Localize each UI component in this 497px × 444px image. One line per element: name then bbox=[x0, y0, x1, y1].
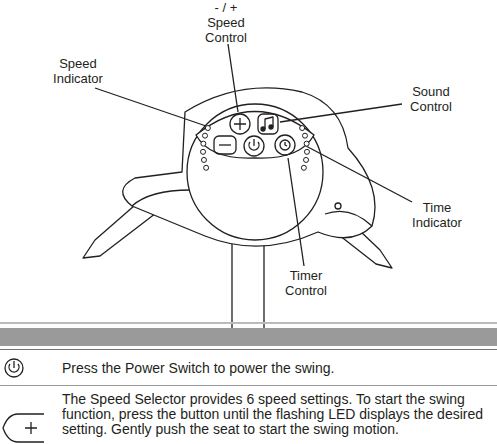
rule bbox=[0, 385, 497, 386]
housing-edge bbox=[325, 211, 372, 226]
led-dot bbox=[302, 133, 307, 138]
control-disc bbox=[187, 104, 323, 240]
led-dot bbox=[301, 165, 306, 170]
leader-line bbox=[288, 158, 304, 266]
clock-symbol bbox=[280, 140, 290, 150]
led-dot bbox=[201, 149, 206, 154]
callout-label: Time Indicator bbox=[402, 200, 472, 230]
minus-button bbox=[214, 136, 236, 154]
callout-label: Speed Indicator bbox=[38, 56, 118, 86]
led-dot bbox=[203, 133, 208, 138]
pole bbox=[232, 240, 264, 330]
leader-line bbox=[228, 44, 238, 112]
power-symbol bbox=[249, 139, 259, 150]
led-dot bbox=[204, 165, 209, 170]
speed-tag-icon bbox=[3, 414, 44, 442]
rule bbox=[0, 322, 497, 324]
leader-line bbox=[306, 146, 412, 202]
instruction-text: The Speed Selector provides 6 speed sett… bbox=[62, 392, 492, 437]
power-button bbox=[244, 136, 264, 156]
led-dot bbox=[304, 157, 309, 162]
note-head bbox=[269, 125, 273, 129]
rule bbox=[0, 349, 497, 350]
led-dots bbox=[201, 126, 310, 171]
callout-label: Sound Control bbox=[400, 84, 462, 114]
housing-hole bbox=[335, 203, 341, 209]
power-icon bbox=[5, 359, 23, 377]
clock-hands bbox=[285, 142, 287, 146]
leader-line bbox=[95, 88, 206, 126]
led-dot bbox=[205, 126, 210, 131]
grey-band bbox=[0, 328, 497, 346]
swing-housing bbox=[123, 88, 375, 246]
minus-symbol bbox=[219, 144, 231, 145]
sound-button bbox=[258, 114, 278, 134]
led-dot bbox=[300, 126, 305, 131]
callout-label: Timer Control bbox=[276, 268, 336, 298]
power-icon-symbol bbox=[9, 361, 19, 372]
plus-symbol bbox=[234, 118, 246, 130]
plus-button bbox=[230, 114, 250, 134]
leader-line bbox=[280, 104, 402, 122]
led-dot bbox=[201, 157, 206, 162]
callout-label: - / + Speed Control bbox=[195, 0, 257, 45]
note-head bbox=[261, 127, 265, 131]
instruction-text: Press the Power Switch to power the swin… bbox=[62, 361, 492, 376]
note-symbol bbox=[265, 117, 273, 129]
led-dot bbox=[304, 149, 309, 154]
control-panel bbox=[196, 112, 314, 159]
led-dot bbox=[201, 141, 206, 146]
led-dot bbox=[304, 141, 309, 146]
timer-button bbox=[275, 135, 295, 155]
housing-edge bbox=[132, 190, 190, 206]
plus-icon-symbol bbox=[25, 422, 37, 434]
